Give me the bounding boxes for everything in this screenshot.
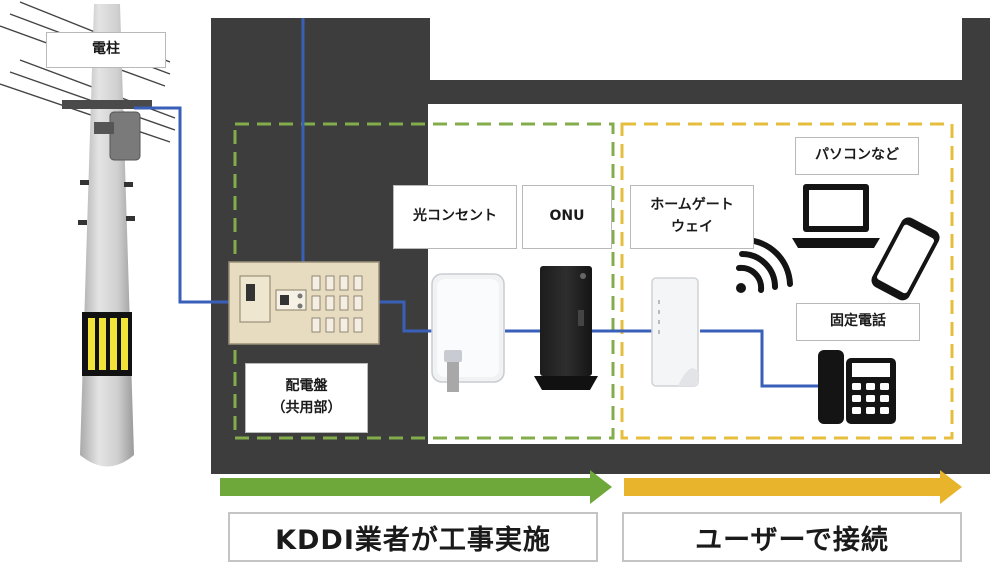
user-arrow <box>624 470 962 504</box>
home-gateway-device <box>651 277 699 387</box>
pole-body <box>80 4 134 467</box>
gateway-label: ホームゲート ウェイ <box>630 185 754 249</box>
pole-band <box>94 122 114 134</box>
wifi-signal-icon <box>736 237 793 293</box>
pole-step <box>126 216 135 221</box>
pole-crossarm <box>62 100 152 109</box>
optical-outlet-label: 光コンセント <box>393 185 517 249</box>
pole-label-text: 電柱 <box>92 41 120 58</box>
gateway-label-line1: ホームゲート <box>650 197 734 214</box>
onu-device <box>534 266 598 390</box>
kddi-caption: KDDI業者が工事実施 <box>228 512 598 562</box>
utility-pole <box>0 1 176 467</box>
pc-label-text: パソコンなど <box>815 147 899 164</box>
onu-label-text: ONU <box>549 208 585 225</box>
panel-label-line2: （共用部） <box>271 400 342 416</box>
onu-label: ONU <box>522 185 612 249</box>
pole-transformer <box>109 111 141 161</box>
cable-panel-to-outlet <box>378 300 432 333</box>
panel-label: 配電盤 （共用部） <box>245 363 368 433</box>
pole-label: 電柱 <box>46 32 166 68</box>
pole-step <box>78 220 87 225</box>
phone-label-text: 固定電話 <box>830 313 886 330</box>
pc-label: パソコンなど <box>795 137 919 175</box>
pole-marker <box>82 312 132 376</box>
smartphone-icon <box>871 217 940 301</box>
kddi-work-zone <box>233 122 615 440</box>
user-caption: ユーザーで接続 <box>622 512 962 562</box>
user-connection-zone <box>620 122 954 440</box>
pole-step <box>124 182 133 187</box>
laptop-icon <box>792 184 880 248</box>
gateway-label-line2: ウェイ <box>671 219 713 235</box>
kddi-arrow <box>220 470 612 504</box>
pole-wires <box>0 1 176 143</box>
cable-gateway-to-phone <box>700 329 818 388</box>
pole-step <box>80 180 89 185</box>
telephone-icon <box>818 350 896 424</box>
cable-pole-to-panel <box>134 106 230 304</box>
phone-label: 固定電話 <box>796 303 920 341</box>
kddi-caption-text: KDDI業者が工事実施 <box>275 524 551 556</box>
optical-outlet-label-text: 光コンセント <box>413 208 497 225</box>
panel-label-line1: 配電盤 <box>285 378 328 395</box>
distribution-panel <box>228 261 380 345</box>
optical-outlet-device <box>431 273 505 392</box>
cables <box>134 18 818 388</box>
user-caption-text: ユーザーで接続 <box>695 524 889 556</box>
